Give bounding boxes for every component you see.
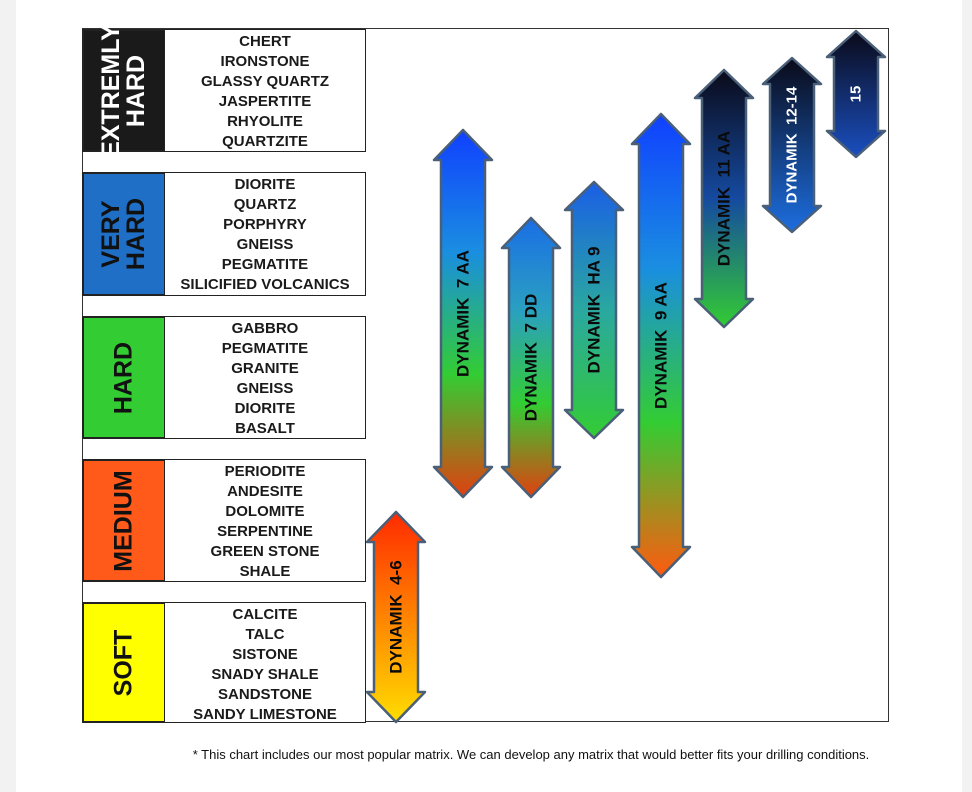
matrix-arrow [563, 180, 625, 440]
matrix-label: DYNAMIK 11 AA [715, 131, 734, 266]
material-item: BASALT [235, 420, 295, 437]
material-item: PERIODITE [224, 463, 306, 480]
matrix-arrow [825, 29, 887, 159]
material-item: SNADY SHALE [211, 666, 319, 683]
material-item: PORPHYRY [223, 216, 307, 233]
material-item: GRANITE [231, 360, 299, 377]
material-list-hard: GABBRO PEGMATITE GRANITE GNEISS DIORITE … [164, 316, 366, 439]
material-item: GNEISS [236, 380, 294, 397]
material-item: CALCITE [232, 606, 298, 623]
material-item: PEGMATITE [221, 340, 309, 357]
matrix-arrow [693, 68, 755, 329]
material-item: RHYOLITE [227, 113, 303, 130]
material-item: QUARTZITE [222, 133, 308, 150]
material-item: SHALE [239, 563, 291, 580]
material-item: DIORITE [234, 400, 296, 417]
material-item: SANDY LIMESTONE [193, 706, 337, 723]
material-item: CHERT [239, 33, 291, 50]
matrix-label: DYNAMIK 4-6 [387, 560, 406, 673]
material-item: GLASSY QUARTZ [200, 73, 330, 90]
matrix-label: DYNAMIK HA 9 [585, 247, 604, 374]
material-item: DOLOMITE [225, 503, 305, 520]
matrix-arrow [630, 112, 692, 579]
material-item: JASPERTITE [218, 93, 312, 110]
material-item: TALC [245, 626, 285, 643]
material-item: IRONSTONE [220, 53, 310, 70]
material-item: GNEISS [236, 236, 294, 253]
matrix-label: DYNAMIK 7 DD [522, 294, 541, 422]
material-list-very-hard: DIORITE QUARTZ PORPHYRY GNEISS PEGMATITE… [164, 172, 366, 296]
band-label-soft: SOFT [82, 602, 164, 723]
material-list-extremely-hard: CHERT IRONSTONE GLASSY QUARTZ JASPERTITE… [164, 29, 366, 152]
band-label-extremely-hard: EXTREMLY HARD [82, 24, 164, 157]
material-item: SERPENTINE [217, 523, 313, 540]
material-item: GABBRO [231, 320, 299, 337]
material-item: DIORITE [234, 176, 296, 193]
matrix-arrow [761, 56, 823, 234]
matrix-label: DYNAMIK 9 AA [652, 282, 671, 409]
material-item: ANDESITE [227, 483, 303, 500]
matrix-label: DYNAMIK 7 AA [454, 250, 473, 377]
footnote: * This chart includes our most popular m… [192, 747, 870, 762]
matrix-label: 15 [848, 86, 865, 103]
band-label-hard: HARD [82, 316, 164, 439]
matrix-arrow [432, 128, 494, 499]
material-item: QUARTZ [233, 196, 297, 213]
matrix-label: DYNAMIK 12-14 [784, 86, 801, 203]
material-item: SANDSTONE [218, 686, 312, 703]
matrix-arrow [365, 510, 427, 724]
material-item: SISTONE [232, 646, 298, 663]
band-label-medium: MEDIUM [82, 459, 164, 582]
material-list-medium: PERIODITE ANDESITE DOLOMITE SERPENTINE G… [164, 459, 366, 582]
material-item: GREEN STONE [210, 543, 320, 560]
material-list-soft: CALCITE TALC SISTONE SNADY SHALE SANDSTO… [164, 602, 366, 723]
material-item: PEGMATITE [221, 256, 309, 273]
band-label-very-hard: VERY HARD [82, 172, 164, 296]
matrix-arrow [500, 216, 562, 499]
material-item: SILICIFIED VOLCANICS [180, 276, 350, 293]
